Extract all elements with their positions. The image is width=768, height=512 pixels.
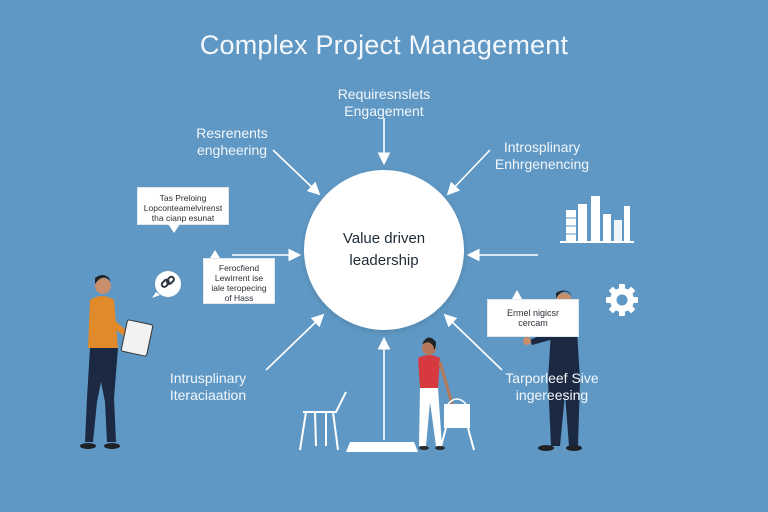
page-title: Complex Project Management xyxy=(199,30,569,60)
label-line: Introsplinary xyxy=(503,139,581,155)
link-icon xyxy=(152,271,181,298)
bubble-line: iale teropecing xyxy=(211,283,267,293)
speech-bubble-engineering-note: Ermel nigicsr cercam xyxy=(487,299,579,337)
label-line: Tarporleef Sive xyxy=(505,370,599,386)
gear-icon xyxy=(606,284,638,316)
bubble-tail xyxy=(512,290,522,299)
platform-illustration xyxy=(346,442,418,452)
value-driven-leadership-hub: Value driven leadership xyxy=(304,170,464,330)
label-interdisciplinary-engineering: Introsplinary Enhrgenencing xyxy=(480,139,604,173)
hub-line-2: leadership xyxy=(349,252,419,269)
label-line: Iteraciaation xyxy=(169,387,247,403)
label-requirements-engineering: Resrenents engheering xyxy=(172,125,292,159)
label-line: engheering xyxy=(196,142,268,158)
arrow-lower-right xyxy=(443,313,503,371)
bubble-line: tha cianp esunat xyxy=(151,213,215,223)
arrow-upper-left xyxy=(272,149,321,196)
bubble-line: cercam xyxy=(518,318,548,328)
person-center-illustration xyxy=(418,337,475,451)
speech-bubble-task-planning: Tas Preloing Lopconteamelvirenst tha cia… xyxy=(137,187,229,225)
label-interdisciplinary-iteration: Intrusplinary Iteraciaation xyxy=(148,370,268,404)
label-line: Resrenents xyxy=(196,125,268,141)
label-line: Engagement xyxy=(344,103,424,119)
hub-line-1: Value driven xyxy=(342,230,426,247)
label-requirements-engagement: Requiresnslets Engagement xyxy=(314,86,454,120)
bubble-line: of Hass xyxy=(224,293,254,303)
bubble-tail xyxy=(210,250,220,258)
bubble-line: Ermel nigicsr xyxy=(506,308,559,318)
label-line: Requiresnslets xyxy=(337,86,431,102)
label-line: Intrusplinary xyxy=(169,370,247,386)
arrow-lower-left xyxy=(265,313,325,371)
bubble-line: Tas Preloing xyxy=(159,193,207,203)
label-line: ingereesing xyxy=(515,387,589,403)
arrow-upper-right xyxy=(446,149,491,196)
bubble-line: Lewirrent ise xyxy=(214,273,264,283)
bar-chart-icon xyxy=(560,196,634,243)
label-temporal-engineering: Tarporleef Sive ingereesing xyxy=(490,370,614,404)
label-line: Enhrgenencing xyxy=(494,156,590,172)
bubble-line: Ferocfiend xyxy=(218,263,260,273)
speech-bubble-framework: Ferocfiend Lewirrent ise iale teropecing… xyxy=(203,258,275,304)
chair-illustration xyxy=(299,391,347,451)
bubble-tail xyxy=(168,224,180,233)
person-left-illustration xyxy=(80,275,154,449)
bubble-line: Lopconteamelvirenst xyxy=(143,203,223,213)
